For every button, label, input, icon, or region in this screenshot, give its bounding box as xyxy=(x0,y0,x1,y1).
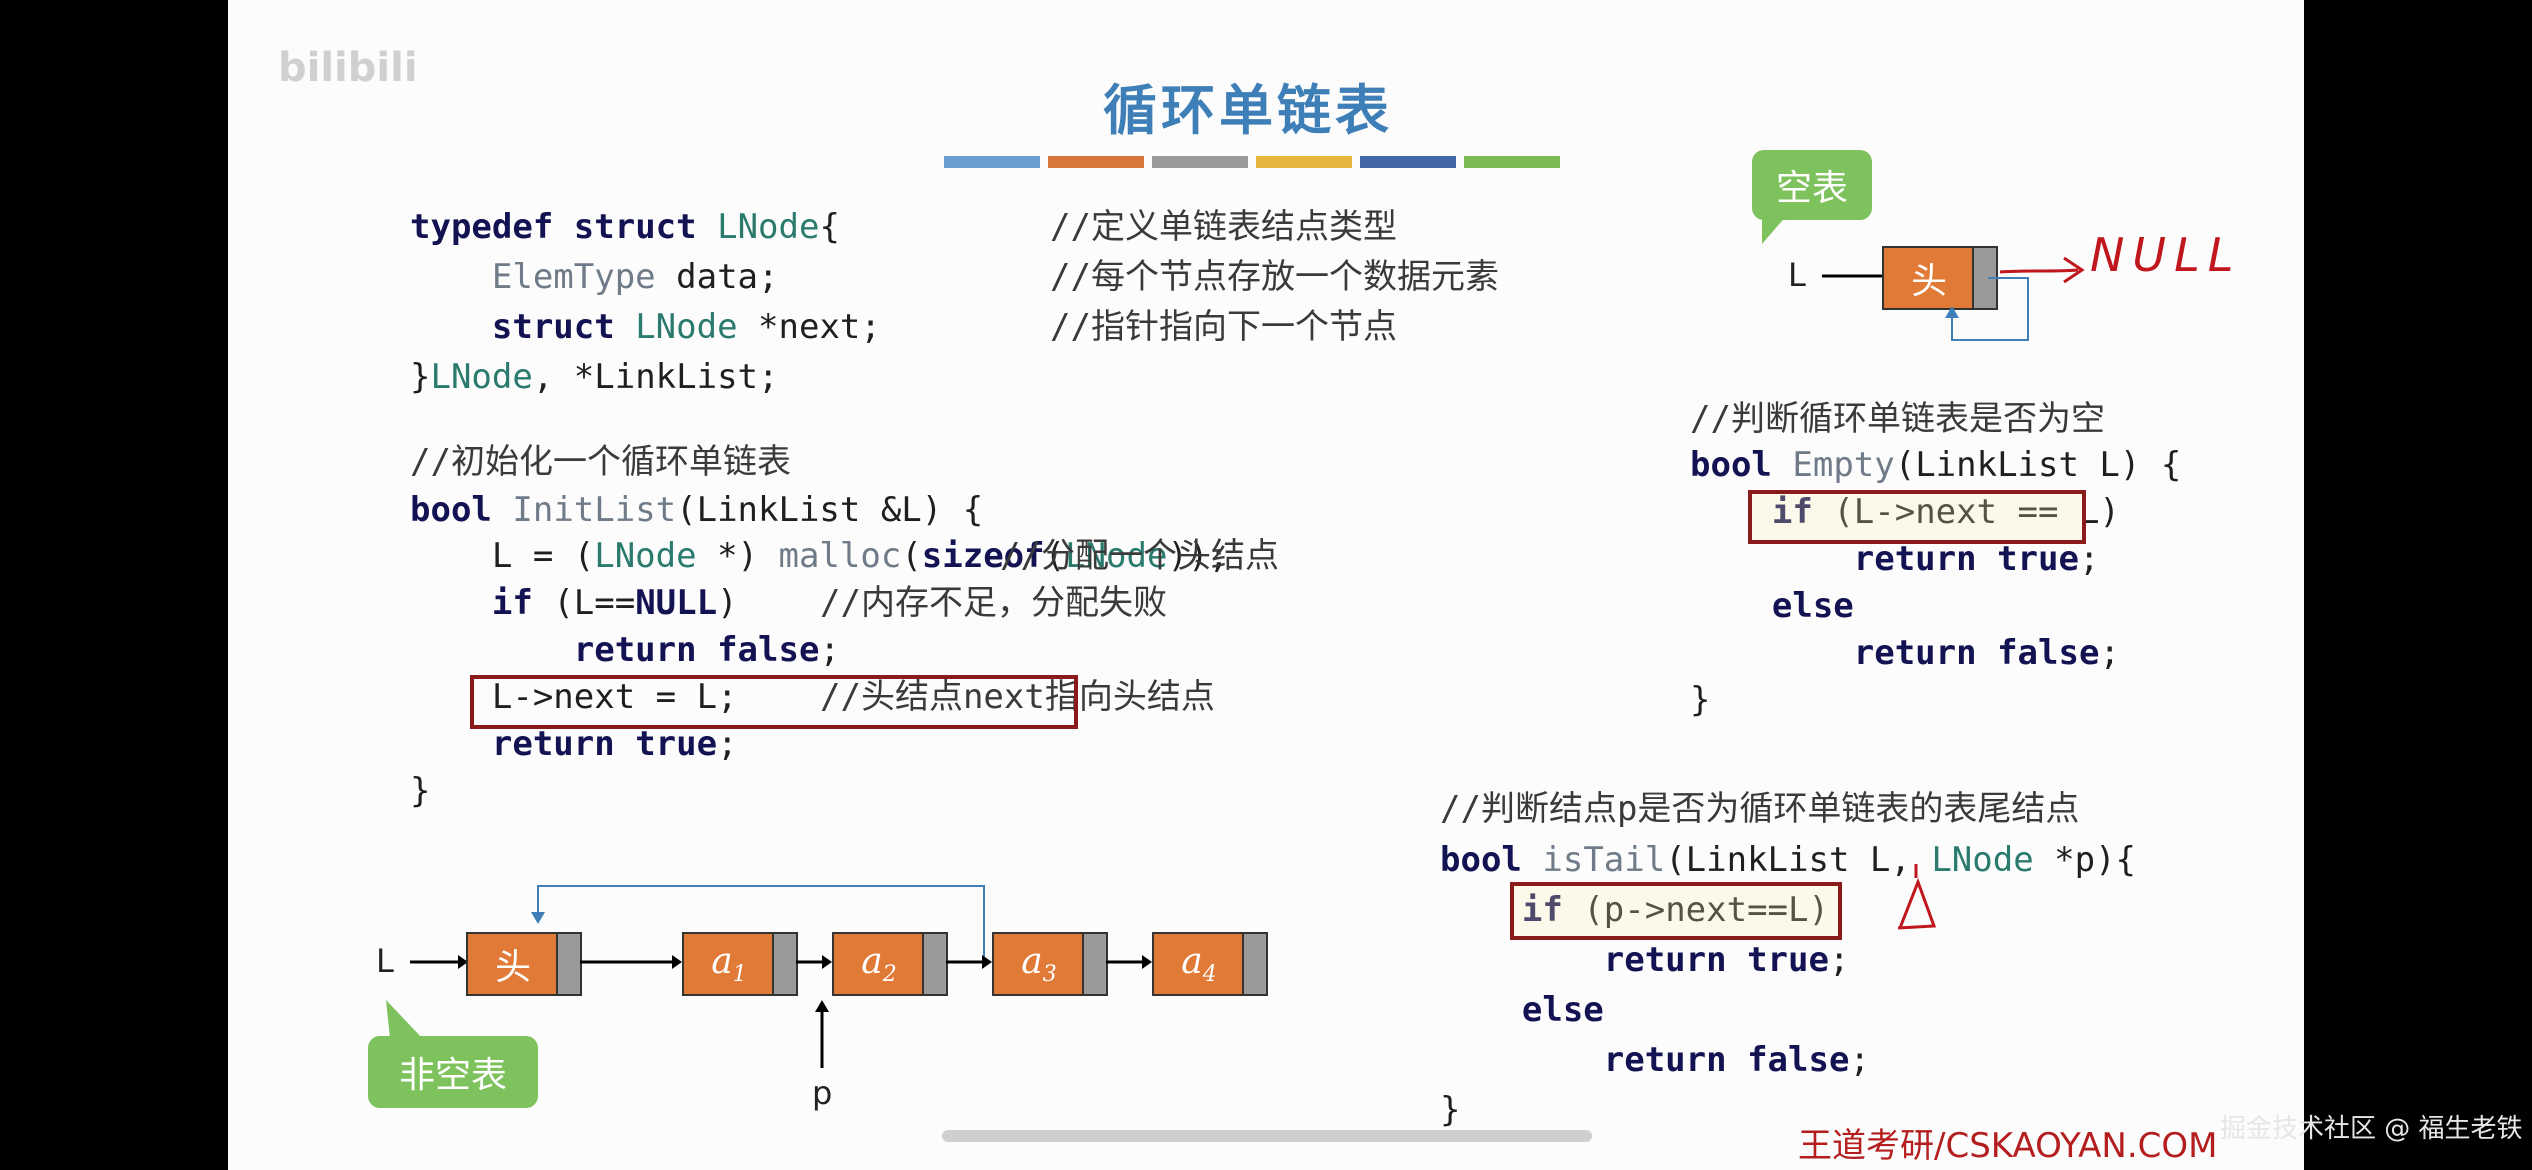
tail-line: return true; xyxy=(1603,940,1850,980)
init-line: return true; xyxy=(491,724,738,764)
callout-empty: 空表 xyxy=(1752,150,1872,220)
list-node-ptr xyxy=(1242,934,1266,994)
empty-self-loop xyxy=(1945,277,2029,341)
p-arrow xyxy=(815,1000,829,1068)
init-line-comment: //分配一个头结点 xyxy=(1000,536,1279,576)
empty-line: bool Empty(LinkList L) { xyxy=(1690,445,2182,485)
init-comment: //初始化一个循环单链表 xyxy=(410,442,791,482)
tail-line: return false; xyxy=(1603,1040,1870,1080)
list-arrow-in xyxy=(410,955,468,969)
init-line: if (L==NULL) xyxy=(491,583,738,623)
slide-title: 循环单链表 xyxy=(1103,79,1393,142)
list-node-ptr xyxy=(772,934,796,994)
list-node-subscript: 4 xyxy=(1202,962,1217,988)
list-data-node: a1 xyxy=(682,932,798,996)
list-node-label: a3 xyxy=(1021,940,1057,988)
struct-line-comment: //每个节点存放一个数据元素 xyxy=(1050,257,1499,297)
tail-line: else xyxy=(1521,990,1604,1030)
list-node-label: a4 xyxy=(1181,940,1217,988)
empty-line: return true; xyxy=(1853,539,2100,579)
tail-comment: //判断结点p是否为循环单链表的表尾结点 xyxy=(1440,789,2080,829)
brand-text: 王道考研/CSKAOYAN.COM xyxy=(1798,1126,2218,1166)
tail-line: bool isTail(LinkList L, LNode *p){ xyxy=(1440,840,2137,880)
color-bar xyxy=(1464,156,1560,168)
list-node-label: a2 xyxy=(861,940,897,988)
color-bar xyxy=(1256,156,1352,168)
color-bar xyxy=(1360,156,1456,168)
footer-text: 掘金技术社区 @ 福生老铁 xyxy=(2220,1114,2523,1144)
init-line: L = (LNode *) malloc(sizeof(LNode)); xyxy=(410,536,1229,576)
init-signature: bool InitList(LinkList &L) { xyxy=(410,490,984,530)
struct-line-comment: //指针指向下一个节点 xyxy=(1050,307,1397,347)
highlight-empty-cond xyxy=(1748,490,2086,544)
list-link-arrow xyxy=(946,955,992,969)
list-node-ptr xyxy=(922,934,946,994)
init-line: } xyxy=(410,771,431,811)
bilibili-watermark: bilibili xyxy=(278,45,418,91)
list-data-node: a2 xyxy=(832,932,948,996)
list-node-label: 头 xyxy=(494,947,531,988)
empty-head-label: 头 xyxy=(1910,261,1947,302)
list-data-node: a4 xyxy=(1152,932,1268,996)
init-line-comment: //内存不足，分配失败 xyxy=(820,583,1167,623)
callout-nonempty-tail xyxy=(386,1000,422,1038)
list-data-node: a3 xyxy=(992,932,1108,996)
color-bar xyxy=(1048,156,1144,168)
slide: bilibili 循环单链表 typedef struct LNode{ //定义… xyxy=(228,0,2304,1170)
empty-comment: //判断循环单链表是否为空 xyxy=(1690,399,2105,439)
list-node-ptr xyxy=(1082,934,1106,994)
highlight-tail-cond xyxy=(1510,882,1842,940)
empty-pointer-label: L xyxy=(1788,256,1806,294)
list-node-subscript: 2 xyxy=(882,962,897,988)
handwritten-triangle xyxy=(1897,864,1937,930)
handwritten-arrow xyxy=(1999,256,2085,284)
tail-line: if (p->next==L) xyxy=(1521,890,1829,930)
list-link-arrow xyxy=(580,955,682,969)
struct-line: ElemType data; xyxy=(491,257,779,297)
color-bar xyxy=(1152,156,1248,168)
callout-nonempty: 非空表 xyxy=(368,1036,538,1108)
empty-line: } xyxy=(1690,680,1711,720)
empty-line: return false; xyxy=(1853,633,2120,673)
init-line: return false; xyxy=(573,630,840,670)
list-link-arrow xyxy=(1106,955,1152,969)
struct-line: typedef struct LNode{ xyxy=(410,207,840,247)
list-node-subscript: 1 xyxy=(732,962,747,988)
empty-head-node: 头 xyxy=(1882,246,1998,310)
init-line-comment: //头结点next指向头结点 xyxy=(820,677,1215,717)
struct-line-comment: //定义单链表结点类型 xyxy=(1050,207,1397,247)
p-label: p xyxy=(812,1074,833,1112)
handwritten-null: NULL xyxy=(2090,228,2242,282)
init-line: L->next = L; xyxy=(410,677,738,717)
list-node-ptr xyxy=(556,934,580,994)
tail-line: } xyxy=(1440,1090,1461,1130)
list-node-subscript: 3 xyxy=(1042,962,1057,988)
empty-line: if (L->next == L) xyxy=(1771,492,2120,532)
home-indicator[interactable] xyxy=(942,1130,1592,1142)
list-head-node: 头 xyxy=(466,932,582,996)
list-link-arrow xyxy=(796,955,832,969)
callout-empty-tail xyxy=(1762,214,1788,244)
struct-line: struct LNode *next; xyxy=(491,307,881,347)
highlight-init-next xyxy=(470,675,1078,729)
struct-line: }LNode, *LinkList; xyxy=(410,357,779,397)
list-node-label: a1 xyxy=(711,940,747,988)
list-pointer-label: L xyxy=(376,942,394,980)
color-bar xyxy=(944,156,1040,168)
empty-line: else xyxy=(1771,586,1854,626)
